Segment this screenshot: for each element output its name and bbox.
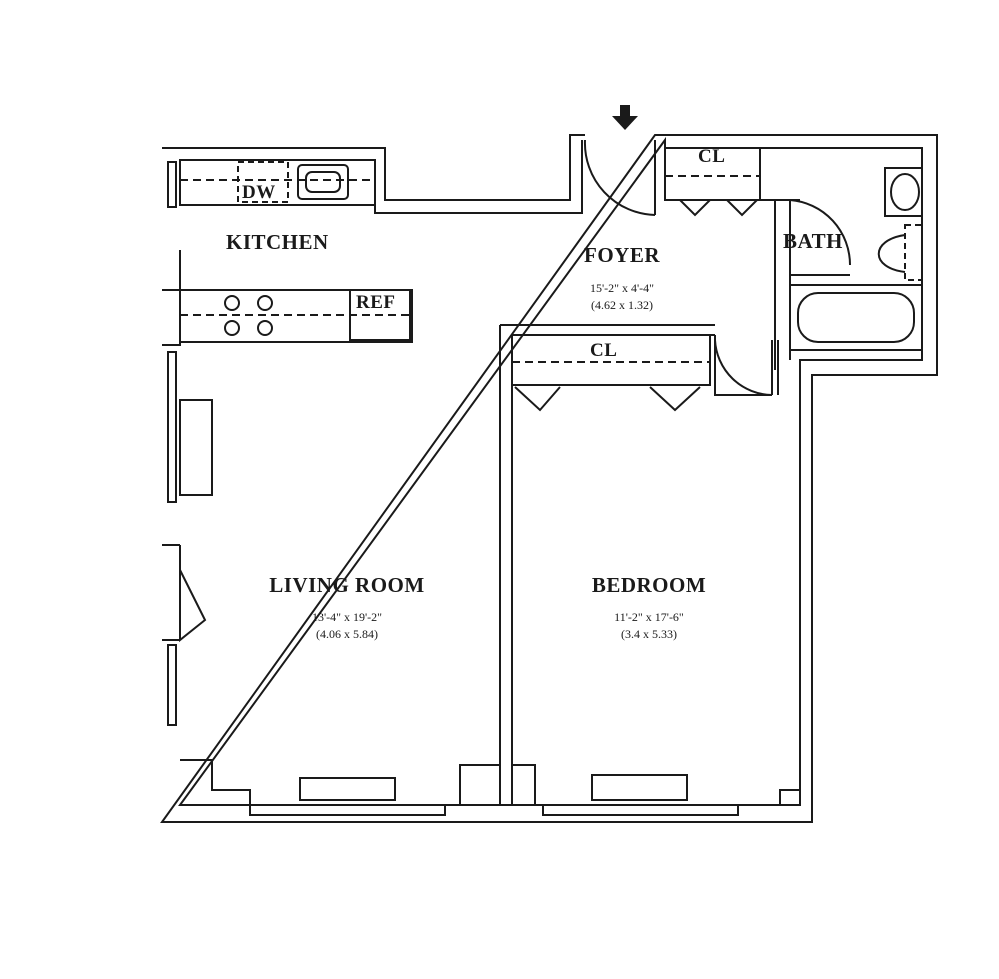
bedroom-door [714,335,773,396]
stove-burner [257,320,273,336]
interior-wall [771,340,779,395]
entry-door [583,139,656,216]
radiator [591,774,688,801]
bathtub [789,284,923,351]
bedroom-wall [499,324,715,805]
window [542,804,739,816]
closet-door [679,199,758,217]
stove-burner [224,295,240,311]
living-room-dim-imperial: 13'-4" x 19'-2" [311,610,383,624]
foyer-closet [664,147,761,201]
room-label-kitchen: KITCHEN [226,230,329,254]
bedroom-closet [511,334,711,386]
window [167,161,177,208]
vanity [904,224,923,281]
sink-basin [305,171,341,193]
sink-bath [877,234,906,273]
sink [297,164,349,200]
toilet-bowl [890,173,920,211]
dishwasher [237,161,289,203]
bath-door [789,199,852,266]
foyer-dim-metric: (4.62 x 1.32) [591,298,653,312]
radiator [299,777,396,801]
room-label-foyer: FOYER [584,243,660,267]
exterior-wall [160,134,938,823]
bedroom-dim-imperial: 11'-2" x 17'-6" [614,610,684,624]
bath-wall [760,199,850,370]
refrigerator-label: REF [356,292,396,313]
bedroom-dim-metric: (3.4 x 5.33) [621,627,677,641]
stove-burner [257,295,273,311]
foyer-dim-imperial: 15'-2" x 4'-4" [589,281,655,295]
column [179,399,213,496]
kitchen-counter-top [179,159,376,206]
room-label-living-room: LIVING ROOM [269,573,425,597]
refrigerator [349,289,411,341]
foyer-closet-label: CL [698,146,726,167]
entrance-arrow-icon [612,105,638,130]
pier [162,250,207,643]
dishwasher-label: DW [242,182,276,203]
toilet-tank [884,167,923,217]
window [167,644,177,726]
window [167,351,177,503]
room-label-bedroom: BEDROOM [591,573,707,597]
closet-door [514,386,701,412]
bedroom-closet-label: CL [590,340,618,361]
stove-burner [224,320,240,336]
window [249,804,446,816]
bathtub-basin [797,292,915,343]
living-room-dim-metric: (4.06 x 5.84) [316,627,378,641]
room-label-bath: BATH [783,229,843,253]
pier [180,759,800,806]
